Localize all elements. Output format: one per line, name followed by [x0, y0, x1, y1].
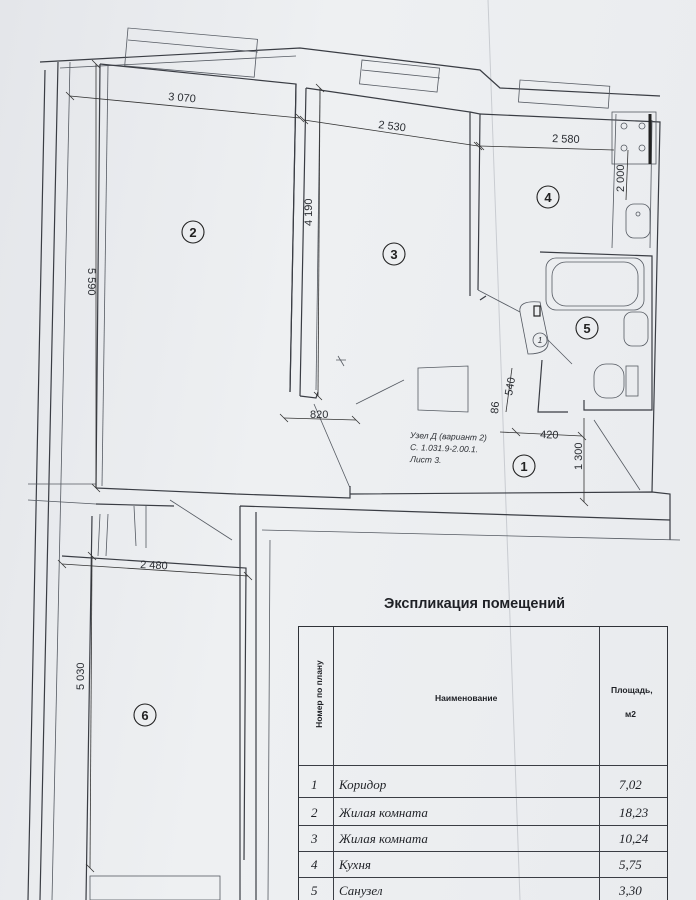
room-marker-6	[133, 703, 157, 727]
window-room4	[518, 79, 611, 109]
dim-bath-86: 86	[489, 401, 502, 414]
header-area: Площадь,	[611, 685, 653, 695]
room-marker-1	[512, 454, 536, 478]
room-marker-2	[181, 220, 205, 244]
dim-room4-height: 2 000	[615, 164, 627, 192]
room-number-4: 4	[544, 190, 552, 205]
header-area-unit: м2	[625, 709, 637, 719]
dim-room3-height: 4 190	[303, 198, 315, 226]
row-3-num: 3	[311, 831, 318, 846]
explication-table: Номер по плану Наименование Площадь, м2 …	[298, 626, 668, 900]
room-number-3: 3	[390, 247, 397, 262]
window-room6	[89, 875, 221, 900]
room-number-6: 6	[141, 708, 148, 723]
bathtub	[545, 257, 645, 311]
dim-bath-540: 540	[503, 376, 518, 396]
dim-room6-width: 2 480	[140, 559, 168, 572]
kitchen-sink	[625, 203, 651, 239]
room4-walls	[479, 113, 661, 493]
dim-room2-width: 3 070	[168, 91, 196, 105]
row-3-name: Жилая комната	[339, 831, 428, 846]
dim-room3-width: 2 530	[378, 119, 407, 134]
node-note-line1: Узел Д (вариант 2)	[409, 430, 487, 443]
outer-wall-left	[27, 61, 59, 900]
dim-opening-820: 820	[310, 409, 328, 421]
wall-3-4	[469, 111, 487, 301]
bathroom-sink	[623, 311, 649, 347]
room-number-2: 2	[189, 225, 196, 240]
dim-room2-height: 5 590	[85, 268, 97, 296]
room-number-5: 5	[583, 321, 590, 336]
toilet	[593, 363, 625, 399]
header-number: Номер по плану	[314, 660, 324, 728]
node-note-line3: Лист 3.	[409, 454, 442, 465]
row-2-name: Жилая комната	[339, 805, 428, 820]
row-5-name: Санузел	[339, 883, 383, 898]
corridor-wall	[95, 486, 671, 540]
room5-walls	[539, 251, 653, 411]
outer-wall-top	[39, 47, 661, 97]
row-5-num: 5	[311, 883, 318, 898]
row-4-name: Кухня	[339, 857, 371, 872]
dim-bath-420: 420	[540, 429, 559, 442]
window-room3	[359, 59, 441, 93]
row-1-name: Коридор	[339, 777, 387, 792]
room3-walls	[299, 87, 471, 399]
row-4-num: 4	[311, 857, 318, 872]
window-room2	[124, 27, 258, 78]
row-2-num: 2	[311, 805, 318, 820]
node-note-line2: С. 1.031.9-2.00.1.	[410, 442, 478, 454]
header-name: Наименование	[435, 693, 498, 703]
room-number-1: 1	[520, 459, 527, 474]
row-2-area: 18,23	[619, 805, 649, 820]
row-1-area: 7,02	[619, 777, 642, 792]
node-marker	[532, 332, 548, 348]
room-marker-3	[382, 242, 406, 266]
explication-title: Экспликация помещений	[384, 596, 566, 612]
room2-walls	[95, 63, 297, 489]
stove	[611, 111, 657, 165]
dimension-lines	[57, 59, 629, 873]
room6-walls	[61, 503, 247, 900]
row-1-num: 1	[311, 777, 318, 792]
node-marker-label: 1	[538, 335, 543, 345]
dim-corridor-1300: 1 300	[573, 442, 585, 470]
dim-room4-width: 2 580	[552, 133, 580, 146]
row-3-area: 10,24	[619, 831, 649, 846]
row-5-area: 3,30	[619, 883, 642, 898]
room-marker-5	[575, 316, 599, 340]
wall-2-3	[289, 83, 307, 397]
dim-room6-height: 5 030	[75, 662, 87, 690]
room-marker-4	[536, 185, 560, 209]
row-4-area: 5,75	[619, 857, 642, 872]
